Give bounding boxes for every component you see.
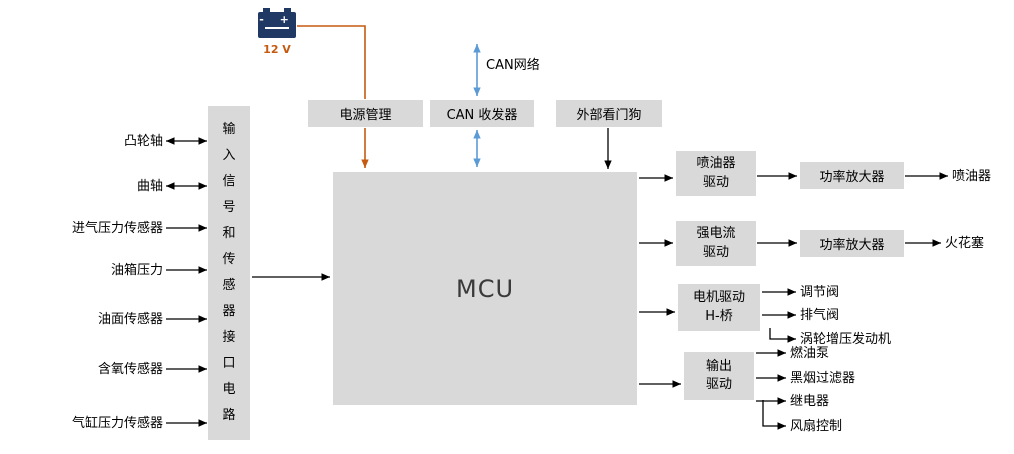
- injector-driver-line2: 驱动: [702, 174, 729, 190]
- power-management-box: 电源管理: [308, 100, 423, 127]
- battery-voltage-label: 12 V: [263, 43, 291, 56]
- regulator-valve-label: 调节阀: [800, 285, 840, 300]
- battery-divider: [265, 27, 289, 29]
- line-battery-to-power-management: [297, 25, 366, 99]
- high-current-driver-line1: 强电流: [696, 226, 736, 242]
- input-label-cylinder-pressure: 气缸压力传感器: [71, 416, 163, 431]
- can-transceiver-box: CAN 收发器: [430, 100, 534, 127]
- exhaust-valve-label: 排气阀: [800, 308, 840, 323]
- fuel-pump-label: 燃油泵: [790, 346, 830, 361]
- fan-control-label: 风扇控制: [790, 419, 843, 434]
- battery-terminal-left: [263, 8, 270, 13]
- arrow-motor-to-turbo-engine: [769, 328, 796, 343]
- input-label-intake-pressure: 进气压力传感器: [71, 221, 163, 236]
- spark-plug-output-label: 火花塞: [945, 236, 985, 251]
- power-amplifier-box-2: 功率放大器: [800, 230, 904, 257]
- input-interface-label: 输入信号和传感器接口电路: [222, 122, 236, 423]
- mcu-box: MCU: [333, 172, 637, 405]
- turbo-engine-label: 涡轮增压发动机: [800, 332, 892, 347]
- battery-icon: - +: [258, 8, 296, 38]
- motor-driver-line1: 电机驱动: [692, 290, 745, 306]
- input-label-tank-pressure: 油箱压力: [110, 263, 163, 278]
- input-label-crankshaft: 曲轴: [136, 179, 163, 194]
- output-driver-line1: 输出: [705, 358, 732, 374]
- injector-driver-box: 喷油器 驱动: [676, 151, 756, 196]
- input-interface-box: 输入信号和传感器接口电路: [208, 106, 250, 440]
- input-label-camshaft: 凸轮轴: [123, 134, 163, 149]
- input-label-oxygen-sensor: 含氧传感器: [97, 362, 163, 377]
- high-current-driver-box: 强电流 驱动: [676, 221, 756, 266]
- output-driver-line2: 驱动: [705, 377, 732, 392]
- injector-output-label: 喷油器: [952, 169, 992, 184]
- arrow-output-to-fan-control: [762, 400, 786, 430]
- can-network-label: CAN网络: [486, 58, 540, 73]
- relay-label: 继电器: [790, 394, 830, 409]
- power-amplifier-box-1: 功率放大器: [800, 162, 904, 189]
- output-driver-box: 输出 驱动: [684, 352, 754, 400]
- motor-driver-line2: H-桥: [705, 308, 733, 324]
- motor-driver-box: 电机驱动 H-桥: [678, 284, 760, 331]
- watchdog-box: 外部看门狗: [556, 100, 662, 127]
- injector-driver-line1: 喷油器: [696, 156, 736, 172]
- high-current-driver-line2: 驱动: [702, 244, 729, 260]
- battery-terminal-right: [284, 8, 291, 13]
- battery-symbols: - +: [259, 13, 295, 26]
- input-label-oil-level: 油面传感器: [97, 312, 163, 327]
- smoke-filter-label: 黑烟过滤器: [790, 371, 856, 386]
